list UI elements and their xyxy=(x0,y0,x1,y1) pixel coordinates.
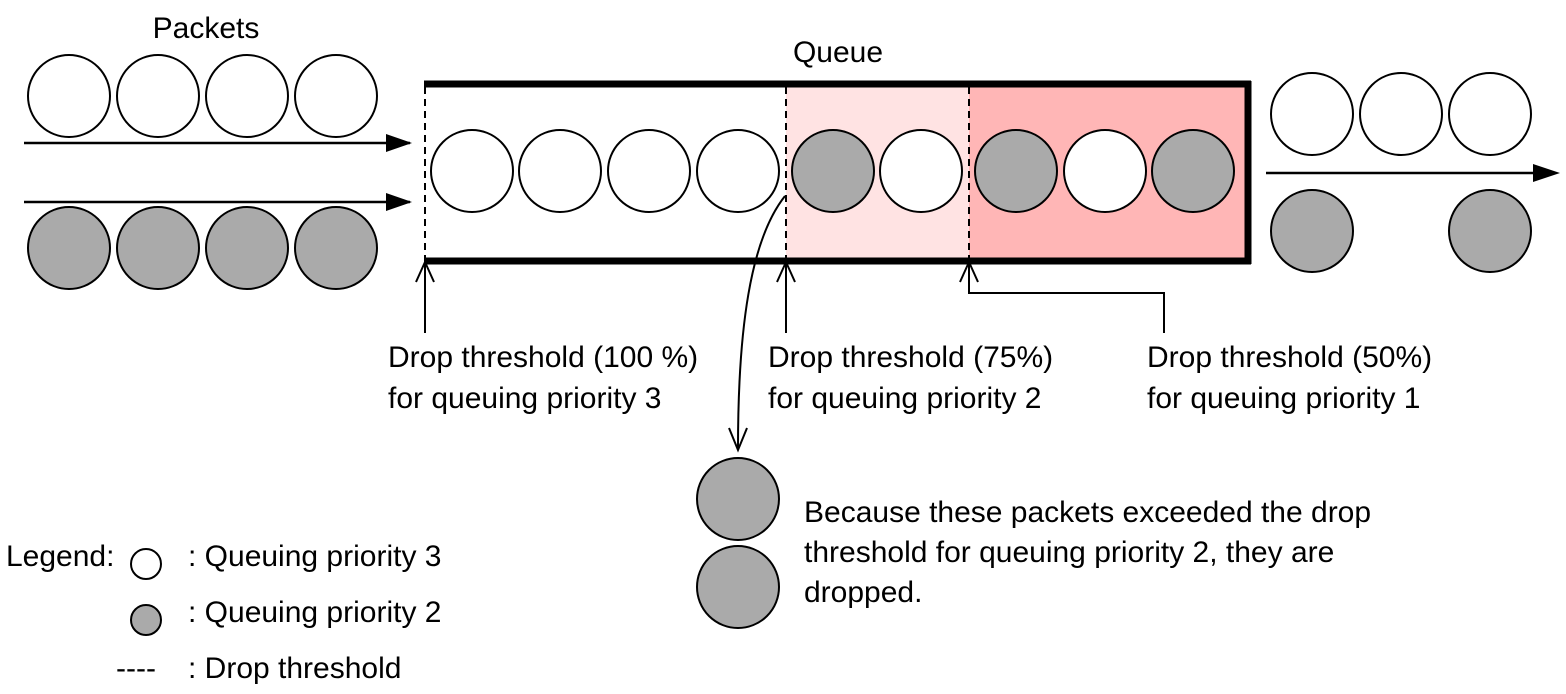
arrowhead xyxy=(415,259,435,283)
packet-white xyxy=(518,129,602,213)
legend-white-text: : Queuing priority 3 xyxy=(188,540,441,573)
packet-white xyxy=(696,129,780,213)
dropped-packet-gray xyxy=(696,457,780,541)
packet-white xyxy=(27,54,111,138)
threshold-100-caption-line2: for queuing priority 3 xyxy=(388,382,662,415)
drop-note-line3: dropped. xyxy=(804,576,922,609)
arrowhead xyxy=(959,259,979,283)
packet-white xyxy=(294,54,378,138)
arrowhead xyxy=(776,259,796,283)
output-arrowhead xyxy=(1533,164,1560,182)
threshold-75-caption-line2: for queuing priority 2 xyxy=(768,382,1042,415)
input-arrowhead xyxy=(386,193,412,211)
queue-label: Queue xyxy=(793,36,883,69)
packet-gray xyxy=(791,129,875,213)
legend-gray-circle xyxy=(130,604,162,636)
packet-gray xyxy=(205,206,289,290)
packet-gray xyxy=(1448,189,1532,273)
dropped-packet-gray xyxy=(696,545,780,629)
packet-white xyxy=(205,54,289,138)
legend: Legend: : Queuing priority 3 : Queuing p… xyxy=(6,540,441,685)
packet-gray xyxy=(294,206,378,290)
packets-label: Packets xyxy=(153,12,260,45)
threshold-50-caption-line1: Drop threshold (50%) xyxy=(1147,341,1432,374)
packet-white xyxy=(430,129,514,213)
output-packets xyxy=(1270,72,1532,273)
legend-dash-symbol: ---- xyxy=(116,652,156,685)
queue-packets xyxy=(430,129,1235,213)
packet-white xyxy=(1063,129,1147,213)
legend-title: Legend: xyxy=(6,540,114,573)
legend-gray-text: : Queuing priority 2 xyxy=(188,596,441,629)
packet-white xyxy=(1359,72,1443,156)
packet-gray xyxy=(116,206,200,290)
input-priority2-packets xyxy=(27,206,378,290)
packet-white xyxy=(879,129,963,213)
threshold-100-caption-line1: Drop threshold (100 %) xyxy=(388,341,698,374)
threshold-pointers xyxy=(415,259,1165,333)
packet-gray xyxy=(1151,129,1235,213)
packet-gray xyxy=(27,206,111,290)
threshold-50-pointer xyxy=(968,262,1165,333)
packet-gray xyxy=(974,129,1058,213)
drop-note-line1: Because these packets exceeded the drop xyxy=(804,496,1371,529)
input-priority3-packets xyxy=(27,54,378,138)
packet-white xyxy=(607,129,691,213)
packet-white xyxy=(1270,72,1354,156)
packet-gray xyxy=(1270,189,1354,273)
threshold-75-caption-line1: Drop threshold (75%) xyxy=(768,341,1053,374)
drop-arrow xyxy=(737,195,786,449)
threshold-50-caption-line2: for queuing priority 1 xyxy=(1147,382,1421,415)
legend-white-circle xyxy=(130,548,162,580)
drop-arrowhead xyxy=(728,427,748,453)
legend-dashed-text: : Drop threshold xyxy=(188,652,401,685)
packet-white xyxy=(116,54,200,138)
input-arrowhead xyxy=(386,134,412,152)
packet-white xyxy=(1448,72,1532,156)
drop-note-line2: threshold for queuing priority 2, they a… xyxy=(804,536,1334,569)
